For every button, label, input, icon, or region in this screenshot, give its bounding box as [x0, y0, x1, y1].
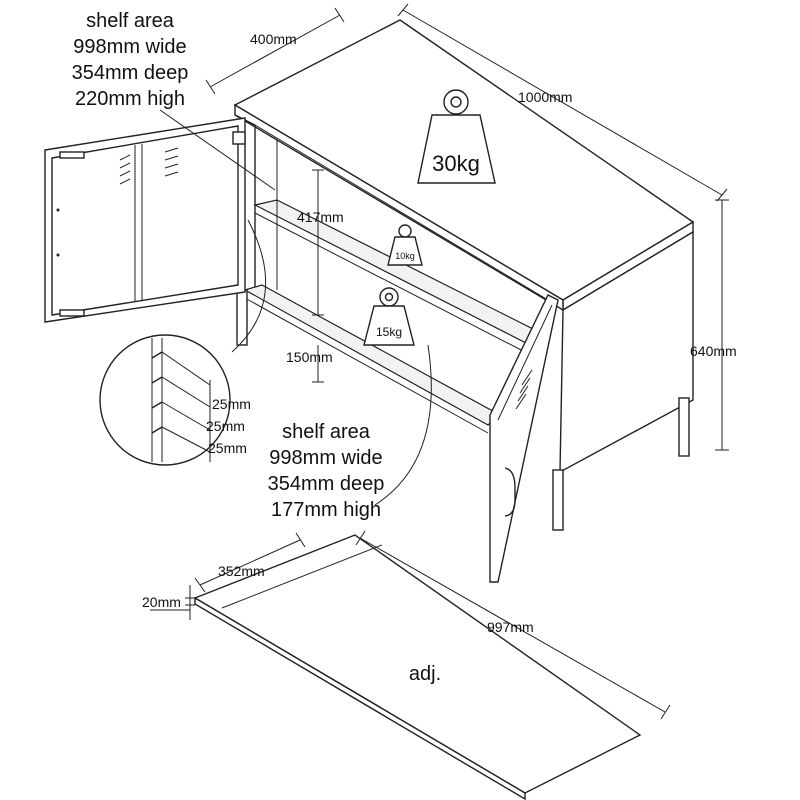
dim-height-line [715, 199, 729, 451]
leg-front-right [552, 469, 564, 531]
dim-panel-width-label: 997mm [487, 619, 534, 635]
door-handle [504, 467, 516, 517]
bottom-shelf-leader [374, 344, 432, 506]
peg-spacing-3: 25mm [208, 440, 247, 456]
cabinet-right-side [559, 230, 694, 474]
peg-detail [99, 219, 267, 466]
bottom-shelf-title: shelf area [282, 421, 371, 443]
weight-lower-label: 15kg [376, 325, 402, 339]
dim-panel-width-line [355, 530, 671, 720]
weight-top-icon: 30kg [417, 89, 496, 184]
dim-depth-line [205, 7, 345, 95]
adjustable-panel [193, 534, 642, 800]
dim-width-line [397, 3, 728, 202]
weight-upper-shelf-icon: 10kg [387, 224, 423, 266]
bottom-shelf-wide: 998mm wide [269, 447, 382, 469]
leg-front-left [236, 289, 248, 346]
dim-shelf-gap-label: 417mm [297, 209, 344, 225]
right-door-vents [515, 369, 533, 410]
dim-height-label: 640mm [690, 343, 737, 359]
weight-top-label: 30kg [432, 151, 480, 176]
peg-spacing-1: 25mm [212, 396, 251, 412]
top-shelf-wide: 998mm wide [73, 36, 186, 58]
dim-panel-thickness-label: 20mm [142, 594, 181, 610]
left-door [44, 117, 246, 323]
weight-upper-label: 10kg [395, 251, 415, 261]
leg-back-right [678, 397, 690, 457]
bottom-shelf-deep: 354mm deep [268, 473, 385, 495]
peg-detail-circle [99, 334, 231, 466]
dim-leg-gap-line [312, 345, 324, 383]
bottom-shelf-area-text: shelf area 998mm wide 354mm deep 177mm h… [268, 421, 385, 521]
top-shelf-title: shelf area [86, 10, 175, 32]
dim-leg-gap-label: 150mm [286, 349, 333, 365]
top-shelf-area-text: shelf area 998mm wide 354mm deep 220mm h… [72, 10, 189, 110]
door-latch [232, 131, 246, 145]
bottom-shelf-high: 177mm high [271, 499, 381, 521]
peg-detail-leader [231, 219, 267, 353]
dim-shelf-gap-line [312, 169, 324, 316]
panel-front-edge [194, 596, 526, 800]
dim-panel-depth-label: 352mm [218, 563, 265, 579]
door-vents-right [164, 147, 179, 177]
top-shelf-deep: 354mm deep [72, 62, 189, 84]
door-hinge-top [59, 151, 85, 159]
top-shelf-high: 220mm high [75, 88, 185, 110]
door-vents-left [119, 154, 131, 185]
dim-panel-thickness-line [150, 585, 195, 620]
panel-adjustable-label: adj. [409, 663, 441, 685]
top-shelf-leader [159, 109, 276, 191]
right-door [489, 294, 559, 583]
peg-holes [151, 351, 163, 434]
weight-lower-shelf-icon: 15kg [363, 287, 415, 346]
door-hinge-bottom [59, 309, 85, 317]
dim-width-label: 1000mm [518, 89, 572, 105]
dim-panel-depth-line [194, 532, 306, 593]
peg-spacing-2: 25mm [206, 418, 245, 434]
dim-depth-label: 400mm [250, 31, 297, 47]
